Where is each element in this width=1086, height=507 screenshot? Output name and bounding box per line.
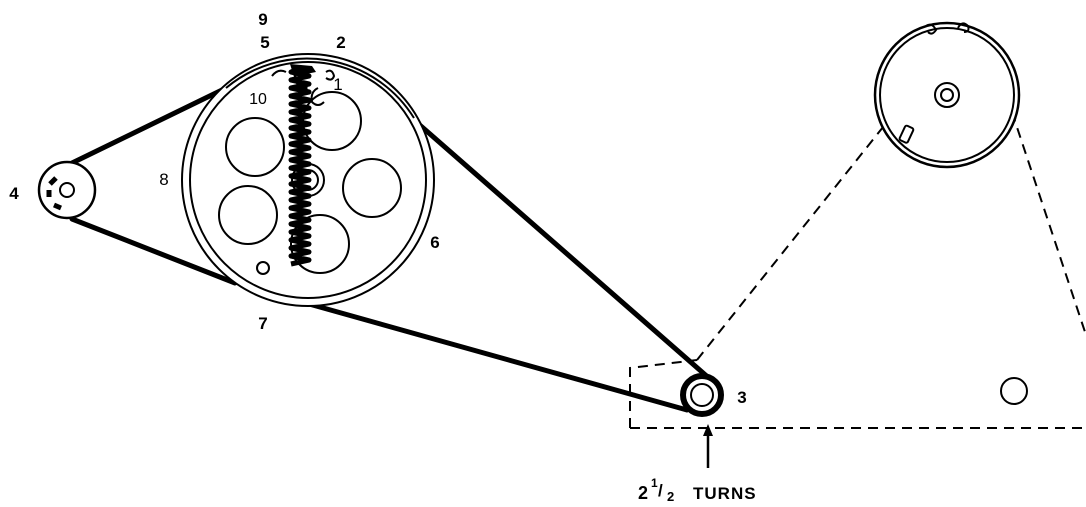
label-8: 8 — [159, 170, 168, 189]
plate-outline-dashed — [629, 60, 1086, 429]
belt-wheel-to-capstan — [299, 117, 713, 413]
label-1: 1 — [333, 75, 342, 94]
capstan-3 — [680, 373, 724, 417]
turns-whole: 2 — [638, 483, 648, 503]
clip-left — [271, 69, 287, 77]
belt-pulley-to-wheel — [69, 87, 238, 286]
turns-arrow — [703, 424, 713, 468]
wheel-hole — [342, 158, 402, 218]
turns-word: TURNS — [693, 484, 757, 503]
large-wheel — [181, 53, 435, 307]
turns-denominator: 2 — [667, 489, 674, 504]
label-5: 5 — [260, 33, 269, 52]
right-reel — [873, 21, 1021, 169]
turns-numerator: 1 — [651, 476, 658, 490]
label-3: 3 — [737, 388, 746, 407]
label-9: 9 — [258, 10, 267, 29]
plate-hole — [1000, 377, 1028, 405]
label-10: 10 — [249, 91, 267, 108]
wheel-hole — [225, 117, 285, 177]
label-4: 4 — [9, 184, 19, 203]
wheel-hole — [218, 185, 278, 245]
turns-slash: / — [658, 481, 663, 500]
label-2: 2 — [336, 33, 345, 52]
turns-label: 2 1 / 2 TURNS — [638, 476, 757, 504]
pulley-4 — [37, 160, 97, 220]
wheel-spring — [288, 65, 312, 267]
label-7: 7 — [258, 314, 267, 333]
label-6: 6 — [430, 233, 439, 252]
clip-right — [325, 69, 336, 81]
